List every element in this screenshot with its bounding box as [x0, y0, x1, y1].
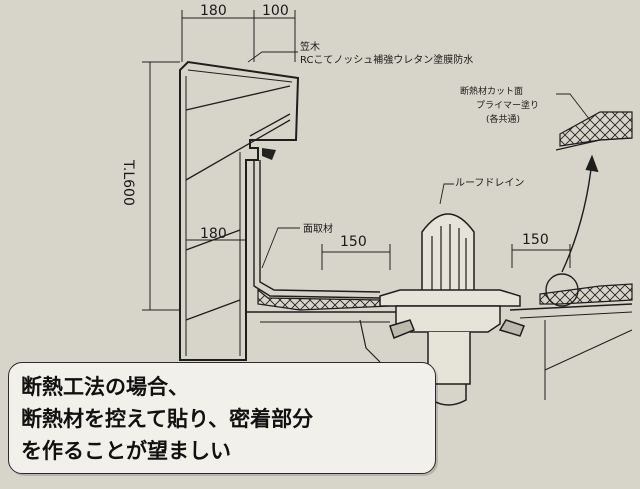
parapet-wall	[179, 60, 300, 361]
dimension-150-left: 150	[340, 234, 367, 250]
label-detail-line3: (各共通)	[486, 113, 520, 125]
callout-note: 断熱工法の場合、 断熱材を控えて貼り、密着部分 を作ることが望ましい	[8, 362, 436, 474]
label-detail-line2: プライマー塗り	[476, 99, 539, 111]
top-dimension-lines	[181, 10, 296, 62]
detail-circle	[545, 273, 579, 307]
dimension-mid: 180	[200, 226, 227, 242]
label-detail-line1: 断熱材カット面	[460, 85, 523, 97]
dimension-vertical: T.L600	[120, 159, 136, 206]
leader-kasagi	[247, 51, 298, 63]
callout-line-1: 断熱工法の場合、	[21, 374, 189, 399]
detail-arrowhead	[585, 154, 599, 173]
insulation-layer-right	[539, 283, 633, 305]
drip-detail	[262, 148, 276, 160]
vertical-dimension-line	[142, 61, 180, 311]
roof-drain	[379, 213, 525, 406]
callout-line-2: 断熱材を控えて貼り、密着部分	[21, 406, 314, 431]
label-kasagi: 笠木	[300, 40, 320, 53]
callout-line-3: を作ることが望ましい	[21, 438, 231, 463]
dimension-150-right: 150	[522, 232, 549, 248]
dimension-top-right: 100	[262, 3, 289, 19]
label-waterproof: RCこてノッシュ補強ウレタン塗膜防水	[300, 53, 473, 66]
label-mentori: 面取材	[303, 222, 333, 235]
detail-arrow	[561, 159, 593, 273]
detail-membrane	[555, 137, 633, 151]
leader-mentori	[261, 227, 300, 269]
callout-leader	[359, 319, 381, 363]
leader-detail	[556, 93, 591, 121]
roof-slab	[246, 303, 633, 400]
dimension-top-left: 180	[200, 3, 227, 19]
waterproof-layer-wall	[253, 160, 381, 299]
label-roof-drain: ルーフドレイン	[455, 178, 524, 189]
dimension-150-right-lines	[511, 244, 571, 268]
insulation-layer-left	[257, 288, 393, 311]
leader-roof-drain	[439, 183, 454, 205]
dimension-150-left-lines	[321, 244, 391, 270]
